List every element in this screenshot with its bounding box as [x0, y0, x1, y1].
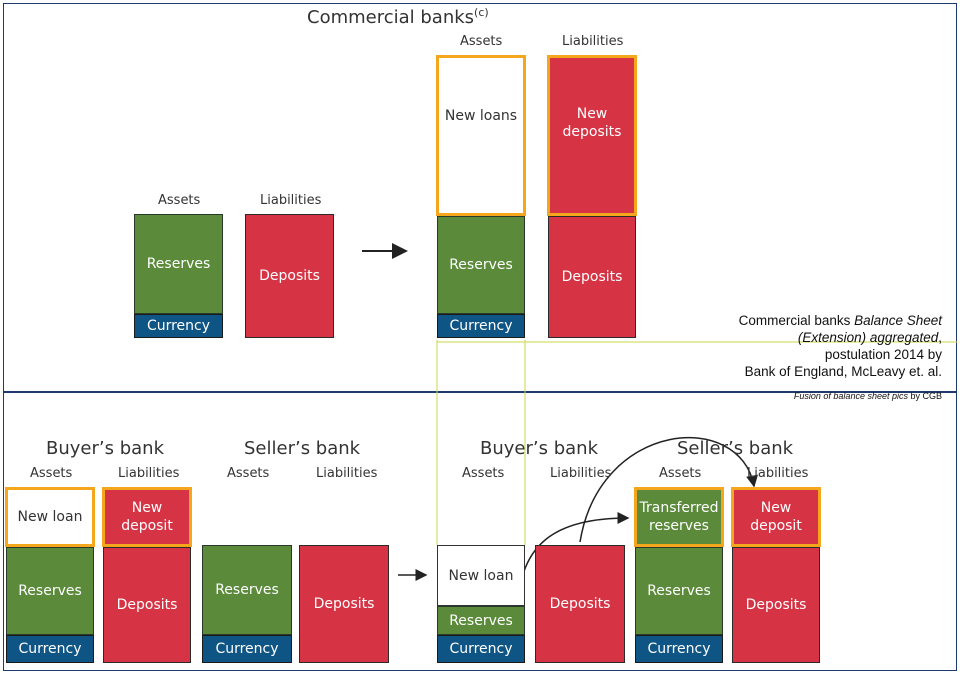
bottom-after-buyer-liabilities-label: Liabilities [550, 466, 612, 481]
top-after-reserves: Reserves [437, 216, 525, 314]
bottom-after-buyer-assets-label: Assets [462, 466, 505, 481]
bottom-before-seller-currency: Currency [202, 635, 292, 663]
bottom-before-seller-liabilities-label: Liabilities [316, 466, 378, 481]
bottom-after-buyer-new-loan: New loan [437, 545, 525, 606]
bottom-before-buyer-liabilities-label: Liabilities [118, 466, 180, 481]
bottom-after-seller-deposits: Deposits [732, 547, 820, 663]
bottom-after-seller-reserves: Reserves [635, 547, 723, 635]
top-before-reserves: Reserves [134, 214, 223, 314]
bottom-after-buyer-currency: Currency [437, 635, 525, 663]
bottom-before-buyer-deposits: Deposits [103, 547, 191, 663]
top-after-liabilities-label: Liabilities [562, 34, 624, 49]
top-after-new-deposits: New deposits [547, 55, 637, 216]
bottom-before-seller-assets-label: Assets [227, 466, 270, 481]
bottom-after-buyer-reserves: Reserves [437, 606, 525, 635]
bottom-before-buyer-new-loan: New loan [5, 487, 95, 547]
bottom-before-seller-reserves: Reserves [202, 545, 292, 635]
top-panel [3, 3, 957, 393]
bottom-before-buyer-reserves: Reserves [6, 547, 94, 635]
top-after-deposits: Deposits [548, 216, 636, 338]
top-after-assets-label: Assets [460, 34, 503, 49]
bottom-before-buyer-assets-label: Assets [30, 466, 73, 481]
bottom-after-buyer-title: Buyer’s bank [480, 438, 598, 459]
top-after-currency: Currency [437, 314, 525, 338]
source-note: Commercial banks Balance Sheet (Extensio… [738, 313, 942, 379]
bottom-before-buyer-title: Buyer’s bank [46, 438, 164, 459]
deposit-transfer-arrow [579, 436, 758, 543]
credit-note: Fusion of balance sheet pics by CGB [793, 391, 942, 401]
bottom-after-seller-new-deposit: New deposit [731, 487, 821, 547]
top-after-new-loans: New loans [436, 55, 526, 216]
bottom-before-buyer-currency: Currency [6, 635, 94, 663]
bottom-after-buyer-deposits: Deposits [535, 545, 625, 663]
connector-lines [436, 340, 957, 545]
top-before-deposits: Deposits [245, 214, 334, 338]
bottom-before-buyer-new-deposit: New deposit [102, 487, 192, 547]
bottom-before-seller-title: Seller’s bank [244, 438, 361, 459]
bottom-after-seller-assets-label: Assets [659, 466, 702, 481]
bottom-after-seller-liabilities-label: Liabilities [747, 466, 809, 481]
top-before-assets-label: Assets [158, 193, 201, 208]
bottom-after-seller-transferred-reserves: Transferred reserves [634, 487, 724, 547]
top-before-liabilities-label: Liabilities [260, 193, 322, 208]
bottom-panel [3, 391, 957, 671]
bottom-after-seller-currency: Currency [635, 635, 723, 663]
bottom-before-seller-deposits: Deposits [299, 545, 389, 663]
top-title: Commercial banks(c) [307, 6, 489, 28]
top-before-currency: Currency [134, 314, 223, 338]
bottom-after-seller-title: Seller’s bank [677, 438, 794, 459]
